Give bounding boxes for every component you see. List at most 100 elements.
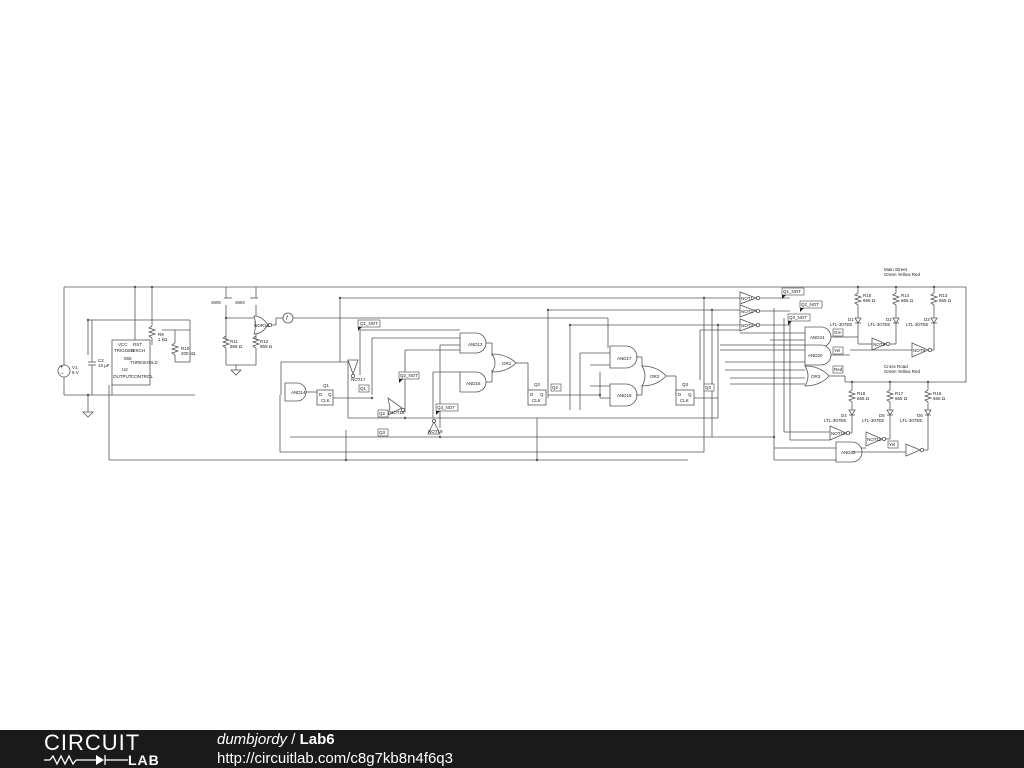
- stage-2: AND13 AND16 OR1 Q2 D Q CLK Q2: [459, 332, 562, 406]
- r10-value: 200 kΩ: [181, 351, 196, 356]
- bus-wires: [63, 286, 967, 461]
- pin-disch: DISCH: [131, 348, 145, 353]
- not19-label: NOT19: [428, 429, 443, 434]
- or3-label: OR3: [811, 374, 821, 379]
- r17-value: 665 Ω: [895, 396, 908, 401]
- d5-label: D5: [879, 413, 885, 418]
- nor-label: NOR16: [254, 323, 270, 328]
- v1-value: 5 V: [72, 370, 79, 375]
- d1-part: LTL-307EE: [830, 322, 852, 327]
- not17-label: NOT17: [351, 377, 366, 382]
- and17-label: AND17: [617, 356, 632, 361]
- circuitlab-logo-bottom[interactable]: LAB: [128, 752, 160, 768]
- r9-value: 1 kΩ: [158, 337, 168, 342]
- stage-q2-not: Q2_NOT NOT18 Q2 Q3_NOT NOT19 Q3: [377, 371, 459, 437]
- chip-label: 555: [124, 356, 132, 361]
- q1-tag: Q1: [360, 386, 367, 391]
- u2-label: U2: [122, 367, 128, 372]
- main-street-label: Main Street: [884, 267, 908, 272]
- circuitlab-logo-top[interactable]: CIRCUIT: [44, 730, 141, 755]
- and14-label: AND14: [291, 390, 306, 395]
- q3-d: D: [678, 392, 682, 397]
- q2-ff-label: Q2: [534, 382, 541, 387]
- stage-1: AND14 Q1 D Q CLK NOT17 Q1_NOT Q1: [284, 319, 381, 406]
- yel-tag-1: Yel: [834, 348, 840, 353]
- svg-text:−: −: [60, 371, 64, 377]
- not3-label: NOT3: [741, 323, 753, 328]
- q2-d: D: [530, 392, 534, 397]
- r18-value: 665 Ω: [857, 396, 870, 401]
- r10-label: R10: [181, 346, 190, 351]
- q3-tag2: Q3: [705, 385, 712, 390]
- pin-thresh: THRESHOLD: [130, 360, 159, 365]
- circuit-url[interactable]: http://circuitlab.com/c8g7kb8n4f6q3: [217, 750, 453, 767]
- d5-part: LTL-307EE: [862, 418, 884, 423]
- d6-part: LTL-307EE: [900, 418, 922, 423]
- output-inverters: NOT1 NOT2 NOT3 Q1_NOT Q2_NOT Q3_NOT: [739, 287, 823, 332]
- q2-tag2: Q2: [552, 385, 559, 390]
- red-tag-1: Red: [834, 367, 843, 372]
- d1-label: D1: [848, 317, 854, 322]
- q2-tag: Q2: [379, 411, 386, 416]
- or1-label: OR1: [502, 361, 512, 366]
- cross-road-leds: Cross Road Green Yellow Red R18 665 Ω D4…: [824, 364, 946, 423]
- f-node-label: f: [286, 316, 289, 322]
- main-street-leds: Main Street Green Yellow Red R15 665 Ω D…: [830, 267, 952, 330]
- and13-label: AND13: [468, 342, 483, 347]
- grn-tag-1: Grn: [834, 330, 842, 335]
- sw5-label: SW5: [211, 300, 221, 305]
- r9-label: R9: [158, 332, 164, 337]
- r14-label: R14: [901, 293, 910, 298]
- pin-rst: RST: [133, 342, 142, 347]
- and22-label: AND22: [841, 450, 856, 455]
- not11-label: NOT11: [867, 437, 882, 442]
- r14-value: 665 Ω: [901, 298, 914, 303]
- not9-label: NOT9: [913, 348, 925, 353]
- d2-label: D2: [886, 317, 892, 322]
- q3-ff-label: Q3: [682, 382, 689, 387]
- not2-label: NOT2: [741, 309, 753, 314]
- c2-value: 10 µF: [98, 363, 110, 368]
- and16-label: AND16: [466, 381, 481, 386]
- cross-colors-label: Green Yellow Red: [884, 369, 921, 374]
- circuit-title-line: dumbjordy / Lab6: [217, 731, 335, 749]
- out-q2-not: Q2_NOT: [801, 302, 819, 307]
- yel-tag-2: Yel: [889, 442, 895, 447]
- q1-not-tag: Q1_NOT: [360, 321, 378, 326]
- r15-label: R15: [863, 293, 872, 298]
- not10-label: NOT10: [831, 431, 846, 436]
- sw4-label: SW4: [235, 300, 245, 305]
- q3-not-tag: Q3_NOT: [437, 405, 455, 410]
- d2-part: LTL-307EE: [868, 322, 890, 327]
- stage-3: AND17 AND18 OR2 Q3 D Q CLK Q3: [609, 345, 715, 407]
- r17-label: R17: [895, 391, 904, 396]
- cross-road-label: Cross Road: [884, 364, 908, 369]
- circuit-title[interactable]: Lab6: [299, 731, 335, 748]
- d6-label: D6: [917, 413, 923, 418]
- author-link[interactable]: dumbjordy: [217, 731, 288, 748]
- r16-value: 665 Ω: [933, 396, 946, 401]
- c2-label: C2: [98, 358, 104, 363]
- r12-label: R12: [260, 339, 269, 344]
- not18-label: NOT18: [390, 410, 405, 415]
- q3-clk: CLK: [680, 398, 689, 403]
- q2-not-tag: Q2_NOT: [400, 373, 418, 378]
- q1-clk: CLK: [321, 398, 330, 403]
- q2-clk: CLK: [532, 398, 541, 403]
- q1-label: Q1: [323, 383, 330, 388]
- r13-value: 665 Ω: [939, 298, 952, 303]
- not1-label: NOT1: [741, 296, 753, 301]
- q3-tag: Q3: [379, 430, 386, 435]
- r12-value: 869 Ω: [260, 344, 273, 349]
- ic-555: [111, 339, 151, 386]
- q1-q: Q: [328, 392, 332, 397]
- pin-trig: TRIGGER: [114, 348, 135, 353]
- title-separator: /: [287, 731, 300, 748]
- timer-section: + − V1 5 V C2 10 µF R9 1 kΩ R10 200 kΩ V…: [57, 285, 196, 418]
- switch-section: SW5 SW4 R11 869 Ω R12 869 Ω NOR16 f: [211, 287, 294, 376]
- r11-value: 869 Ω: [230, 344, 243, 349]
- and18-label: AND18: [617, 393, 632, 398]
- q3-q: Q: [688, 392, 692, 397]
- junction-dots: [338, 285, 936, 462]
- decoder-gates: AND24 AND20 OR3 AND22 Grn Yel Red NOT8 N…: [804, 326, 935, 463]
